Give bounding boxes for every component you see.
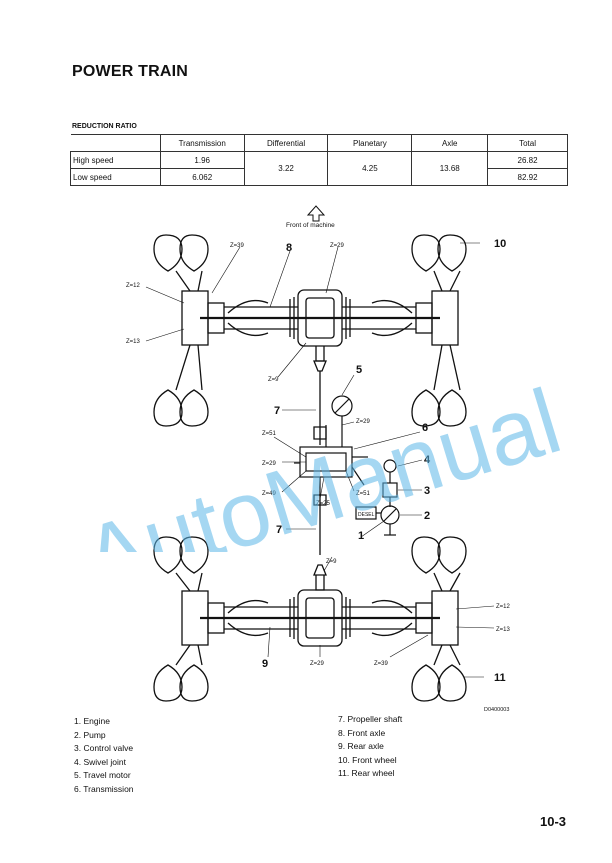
teeth-label: Z=49 (262, 491, 277, 497)
col-planetary: Planetary (327, 134, 413, 152)
teeth-label: Z=9 (326, 559, 337, 565)
legend-left: 1. Engine 2. Pump 3. Control valve 4. Sw… (74, 715, 134, 797)
callout-5: 5 (356, 364, 362, 376)
cell-axle: 13.68 (411, 151, 489, 186)
col-axle: Axle (411, 134, 489, 152)
callout-1: 1 (358, 530, 364, 542)
teeth-label: Z=25 (316, 501, 331, 507)
legend-item: 5. Travel motor (74, 770, 131, 781)
legend-item: 11. Rear wheel (338, 768, 395, 779)
col-total: Total (487, 134, 568, 152)
legend-item: 8. Front axle (338, 727, 386, 738)
teeth-label: Z=51 (262, 431, 277, 437)
engine-label: DESEL (358, 512, 375, 518)
front-arrow-icon (306, 205, 326, 222)
drawing-code: D0400003 (484, 707, 510, 713)
callout-11: 11 (494, 672, 506, 684)
callout-6: 6 (422, 422, 428, 434)
teeth-label: Z=29 (356, 419, 371, 425)
page-number: 10-3 (540, 814, 567, 829)
power-train-diagram: DESEL (126, 205, 511, 702)
legend-right: 7. Propeller shaft 8. Front axle 9. Rear… (338, 713, 402, 781)
teeth-label: Z=29 (310, 661, 325, 667)
row-label: Low speed (70, 168, 161, 186)
transmission (294, 425, 368, 491)
propeller-shaft (313, 371, 327, 555)
callout-7: 7 (276, 524, 282, 536)
teeth-label: Z=12 (126, 283, 141, 289)
front-axle (153, 234, 467, 427)
teeth-label: Z=12 (496, 604, 511, 610)
callout-2: 2 (424, 510, 430, 522)
page-title: POWER TRAIN (72, 63, 188, 80)
table-row: High speed 1.96 3.22 4.25 13.68 26.82 (70, 151, 568, 186)
cell-planetary: 4.25 (327, 151, 413, 186)
row-label: High speed (70, 151, 161, 169)
callout-9: 9 (262, 658, 268, 670)
cell-transmission: 6.062 (159, 168, 245, 186)
table-row: Low speed 6.062 82.92 (70, 168, 568, 186)
legend-item: 3. Control valve (74, 743, 134, 754)
callout-3: 3 (424, 485, 430, 497)
legend-item: 10. Front wheel (338, 754, 397, 765)
section-subtitle: REDUCTION RATIO (72, 123, 137, 130)
leader-lines (145, 242, 495, 678)
table-corner (70, 134, 161, 152)
teeth-label: Z=51 (356, 491, 371, 497)
legend-item: 4. Swivel joint (74, 756, 126, 767)
legend-item: 7. Propeller shaft (338, 714, 403, 724)
callout-10: 10 (494, 238, 506, 250)
hydraulic-components (355, 459, 400, 536)
col-transmission: Transmission (159, 134, 245, 152)
teeth-label: Z=9 (268, 377, 279, 383)
teeth-label: Z=39 (230, 243, 245, 249)
travel-motor (331, 395, 353, 447)
teeth-label: Z=29 (262, 461, 277, 467)
legend-item: 6. Transmission (74, 783, 134, 794)
col-differential: Differential (243, 134, 329, 152)
cell-differential: 3.22 (243, 151, 329, 186)
cell-total: 82.92 (487, 168, 568, 186)
callout-4: 4 (424, 454, 431, 466)
legend-item: 1. Engine (74, 716, 110, 726)
cell-transmission: 1.96 (159, 151, 245, 169)
table-header-row: Transmission Differential Planetary Axle… (70, 134, 568, 152)
teeth-label: Z=13 (496, 627, 511, 633)
reduction-ratio-table: Transmission Differential Planetary Axle… (70, 134, 568, 186)
teeth-label: Z=39 (374, 661, 389, 667)
legend-item: 9. Rear axle (338, 741, 384, 752)
teeth-label: Z=29 (330, 243, 345, 249)
cell-total: 26.82 (487, 151, 568, 169)
legend-item: 2. Pump (74, 729, 106, 740)
teeth-label: Z=13 (126, 339, 141, 345)
callout-7: 7 (274, 405, 280, 417)
front-of-machine-label: Front of machine (286, 222, 335, 229)
callout-8: 8 (286, 242, 292, 254)
